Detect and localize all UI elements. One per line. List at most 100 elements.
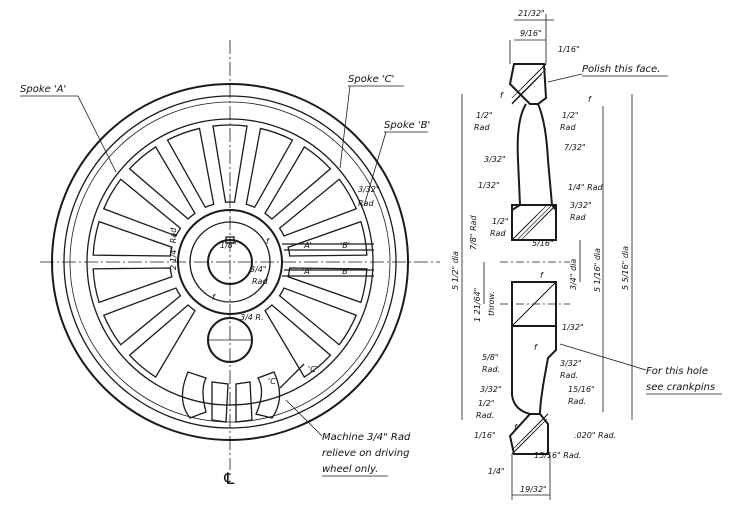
dim-15-16-rad-b: 15/16" Rad.	[534, 451, 581, 460]
finish-mark-7: f	[514, 423, 518, 432]
dim-3-32-rad-b-unit: Rad	[570, 213, 586, 222]
spoke-b-label: Spoke 'B'	[384, 120, 430, 131]
finish-mark-4: f	[500, 91, 504, 100]
spoke-a-leader	[77, 95, 117, 173]
balance-cell-4	[255, 371, 281, 419]
finish-mark-6: f	[534, 343, 538, 352]
finish-mark-1: f	[266, 237, 270, 246]
spoke-rad-value: 3/32"	[358, 185, 380, 194]
hub-rad-unit: Rad	[252, 277, 268, 286]
crankpin-note-1: For this hole	[646, 366, 708, 377]
hatch-line	[511, 418, 548, 455]
spoke-window	[287, 220, 368, 257]
dim-3-4-dia: 3/4" dia	[569, 259, 578, 290]
dim-7-32: 7/32"	[564, 143, 586, 152]
hub-circle	[177, 209, 283, 315]
tyre-inner-circle	[63, 95, 397, 429]
dim-3-32-a: 3/32"	[484, 155, 506, 164]
balance-weight-cells	[181, 371, 281, 423]
finish-mark-5: f	[540, 271, 544, 280]
spoke-window	[245, 127, 294, 209]
dim-1-2-rad-c: 1/2"	[492, 217, 509, 226]
spokes-group	[92, 124, 368, 378]
spoke-rad-unit: Rad	[358, 199, 374, 208]
spoke-window	[264, 304, 332, 378]
spoke-window	[166, 127, 215, 209]
hub-rad-value: 3/4"	[250, 265, 267, 274]
section-c-right-label: 'C'	[308, 365, 318, 374]
dim-1-2-rad-c-unit: Rad	[490, 229, 506, 238]
spoke-b-leader	[363, 131, 387, 207]
dim-5-8-rad: 5/8"	[482, 353, 499, 362]
web-left-lower	[511, 282, 531, 415]
dim-1-2-rad-right-unit: Rad	[560, 123, 576, 132]
tyre-outer-circle	[51, 83, 409, 441]
hatch-line	[546, 413, 549, 416]
balance-cell-1	[181, 371, 207, 419]
rim-circle	[69, 101, 391, 423]
dim-5-16: 5/16"	[532, 239, 554, 248]
hub-section-upper	[511, 204, 557, 241]
spoke-window	[102, 178, 182, 237]
spoke-window	[287, 267, 368, 304]
spoke-c-leader	[339, 85, 351, 169]
dim-1-2-rad-left: 1/2"	[476, 111, 493, 120]
section-b-upper-label: 'B'	[340, 241, 350, 250]
web-left-upper	[511, 103, 527, 240]
dim-1-21-64: 1 21/64"	[473, 288, 482, 322]
hub-inner-circle	[189, 221, 271, 303]
boss-rad-dim: 3/4 R.	[240, 313, 264, 322]
hatch-line	[516, 204, 553, 241]
dim-3-32-rad-c: 3/32"	[560, 359, 582, 368]
dim-1-2-rad-left-unit: Rad	[474, 123, 490, 132]
balance-cell-3	[235, 381, 253, 423]
hatch-line	[511, 68, 547, 104]
section-c-line	[279, 363, 305, 389]
dim-15-16-rad: 15/16"	[568, 385, 595, 394]
wheel-front-view: 'A' 'A' 'B' 'B' 'C' 'C' Spoke 'A' Spoke …	[20, 40, 440, 488]
dim-1-2-rad-d-unit: Rad.	[476, 411, 494, 420]
dim-7-8-rad: 7/8" Rad	[469, 214, 478, 250]
crankpin-note-2: see crankpins	[646, 382, 715, 393]
spoke-a-label: Spoke 'A'	[20, 84, 66, 95]
throw-label: throw.	[487, 291, 496, 316]
dim-3-32-rad-c-unit: Rad.	[560, 371, 578, 380]
spoke-window	[278, 178, 358, 237]
centre-line-symbol: ℄	[222, 469, 236, 488]
dim-1-16-top: 1/16"	[558, 45, 580, 54]
web-right-lower	[539, 282, 557, 415]
dim-5-8-rad-unit: Rad.	[482, 365, 500, 374]
machine-note-1: Machine 3/4" Rad	[322, 432, 411, 443]
spoke-window	[264, 146, 332, 220]
spoke-window	[102, 287, 182, 346]
dim-1-32-b: 1/32"	[562, 323, 584, 332]
finish-mark-2: f	[212, 293, 216, 302]
dim-020-rad: .020" Rad.	[574, 431, 616, 440]
wheel-section-view: 21/32" 9/16" 1/16" Polish this face. 1/2…	[451, 9, 722, 500]
dim-19-32: 19/32"	[520, 485, 547, 494]
machine-note-2: relieve on driving	[322, 448, 409, 459]
polish-leader	[547, 73, 583, 83]
dim-3-32-d: 3/32"	[480, 385, 502, 394]
crankpin-note-leader	[559, 343, 647, 371]
section-a-lower-label: 'A'	[302, 267, 312, 276]
hub-radius-dim: 2 1/4" Rad	[169, 227, 178, 270]
section-c-left-label: 'C'	[268, 377, 278, 386]
dim-9-16: 9/16"	[520, 29, 542, 38]
machine-note-3: wheel only.	[322, 464, 378, 475]
spoke-window	[128, 304, 196, 378]
section-hatching	[511, 63, 557, 455]
keyway	[225, 236, 235, 244]
axle-bore	[207, 239, 253, 285]
dim-1-2-rad-d: 1/2"	[478, 399, 495, 408]
dim-1-16-bottom: 1/16"	[474, 431, 496, 440]
section-b-lower-label: 'B'	[340, 267, 350, 276]
web-right-upper	[537, 103, 557, 240]
machine-note-leader	[285, 399, 323, 437]
spoke-window	[278, 287, 358, 346]
hatch-line	[552, 281, 557, 286]
dim-5-5-16-dia: 5 5/16" dia	[621, 246, 630, 290]
balance-cell-2	[211, 381, 229, 423]
polish-note: Polish this face.	[582, 64, 660, 75]
